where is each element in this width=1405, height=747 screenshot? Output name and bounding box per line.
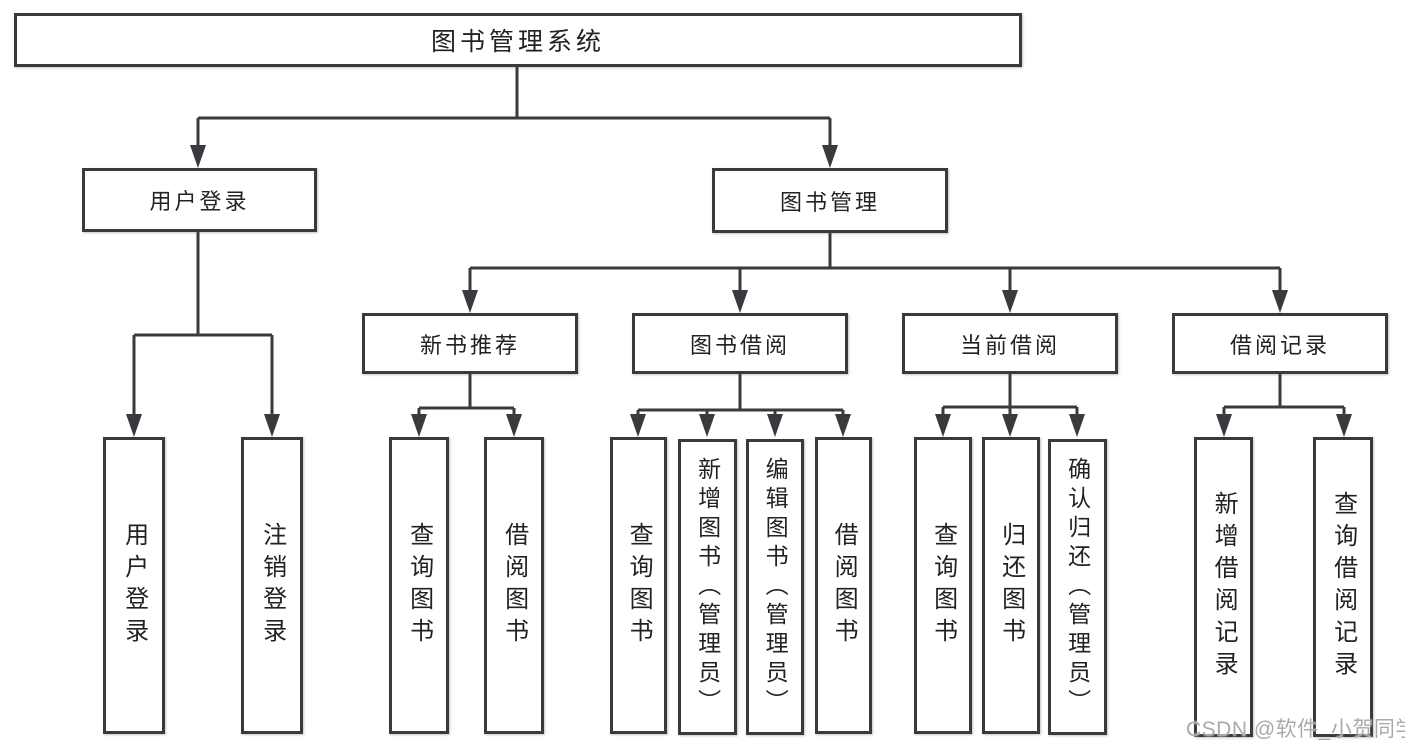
node-user-login: 用户登录 xyxy=(82,168,317,232)
leaf-edit-books-admin: 编辑图书（管理员） xyxy=(746,439,804,735)
leaf-query-books-current: 查询图书 xyxy=(914,437,972,734)
node-current-borrowing: 当前借阅 xyxy=(902,313,1118,374)
leaf-label: 新增借阅记录 xyxy=(1210,491,1238,683)
leaf-user-login: 用户登录 xyxy=(103,437,165,734)
leaf-label: 确认归还（管理员） xyxy=(1064,456,1091,718)
leaf-add-borrow-record: 新增借阅记录 xyxy=(1194,437,1253,737)
leaf-label: 借阅图书 xyxy=(500,521,528,650)
node-book-management: 图书管理 xyxy=(712,168,948,233)
leaf-label: 新增图书（管理员） xyxy=(694,456,721,718)
node-book-borrowing: 图书借阅 xyxy=(632,313,848,374)
csdn-watermark: CSDN @软件_小贺同学 xyxy=(1186,718,1405,741)
leaf-label: 查询图书 xyxy=(929,521,957,650)
leaf-logout: 注销登录 xyxy=(241,437,303,734)
leaf-label: 归还图书 xyxy=(997,521,1025,650)
leaf-borrow-books-recommend: 借阅图书 xyxy=(484,437,544,734)
leaf-label: 查询图书 xyxy=(405,521,433,650)
leaf-label: 借阅图书 xyxy=(830,521,858,650)
leaf-borrow-books-borrowing: 借阅图书 xyxy=(815,437,872,734)
leaf-label: 查询图书 xyxy=(625,521,653,650)
leaf-label: 查询借阅记录 xyxy=(1329,491,1357,683)
node-system-root: 图书管理系统 xyxy=(14,13,1022,67)
node-borrowing-records: 借阅记录 xyxy=(1172,313,1388,374)
leaf-add-books-admin: 新增图书（管理员） xyxy=(678,439,737,735)
node-new-book-recommendation: 新书推荐 xyxy=(362,313,578,374)
leaf-label: 注销登录 xyxy=(258,521,286,650)
leaf-label: 编辑图书（管理员） xyxy=(762,456,789,718)
leaf-query-books-recommend: 查询图书 xyxy=(389,437,449,734)
leaf-query-books-borrowing: 查询图书 xyxy=(610,437,667,734)
leaf-return-books: 归还图书 xyxy=(982,437,1040,734)
leaf-confirm-return-admin: 确认归还（管理员） xyxy=(1048,439,1107,735)
leaf-label: 用户登录 xyxy=(120,521,148,650)
leaf-query-borrow-record: 查询借阅记录 xyxy=(1313,437,1373,737)
